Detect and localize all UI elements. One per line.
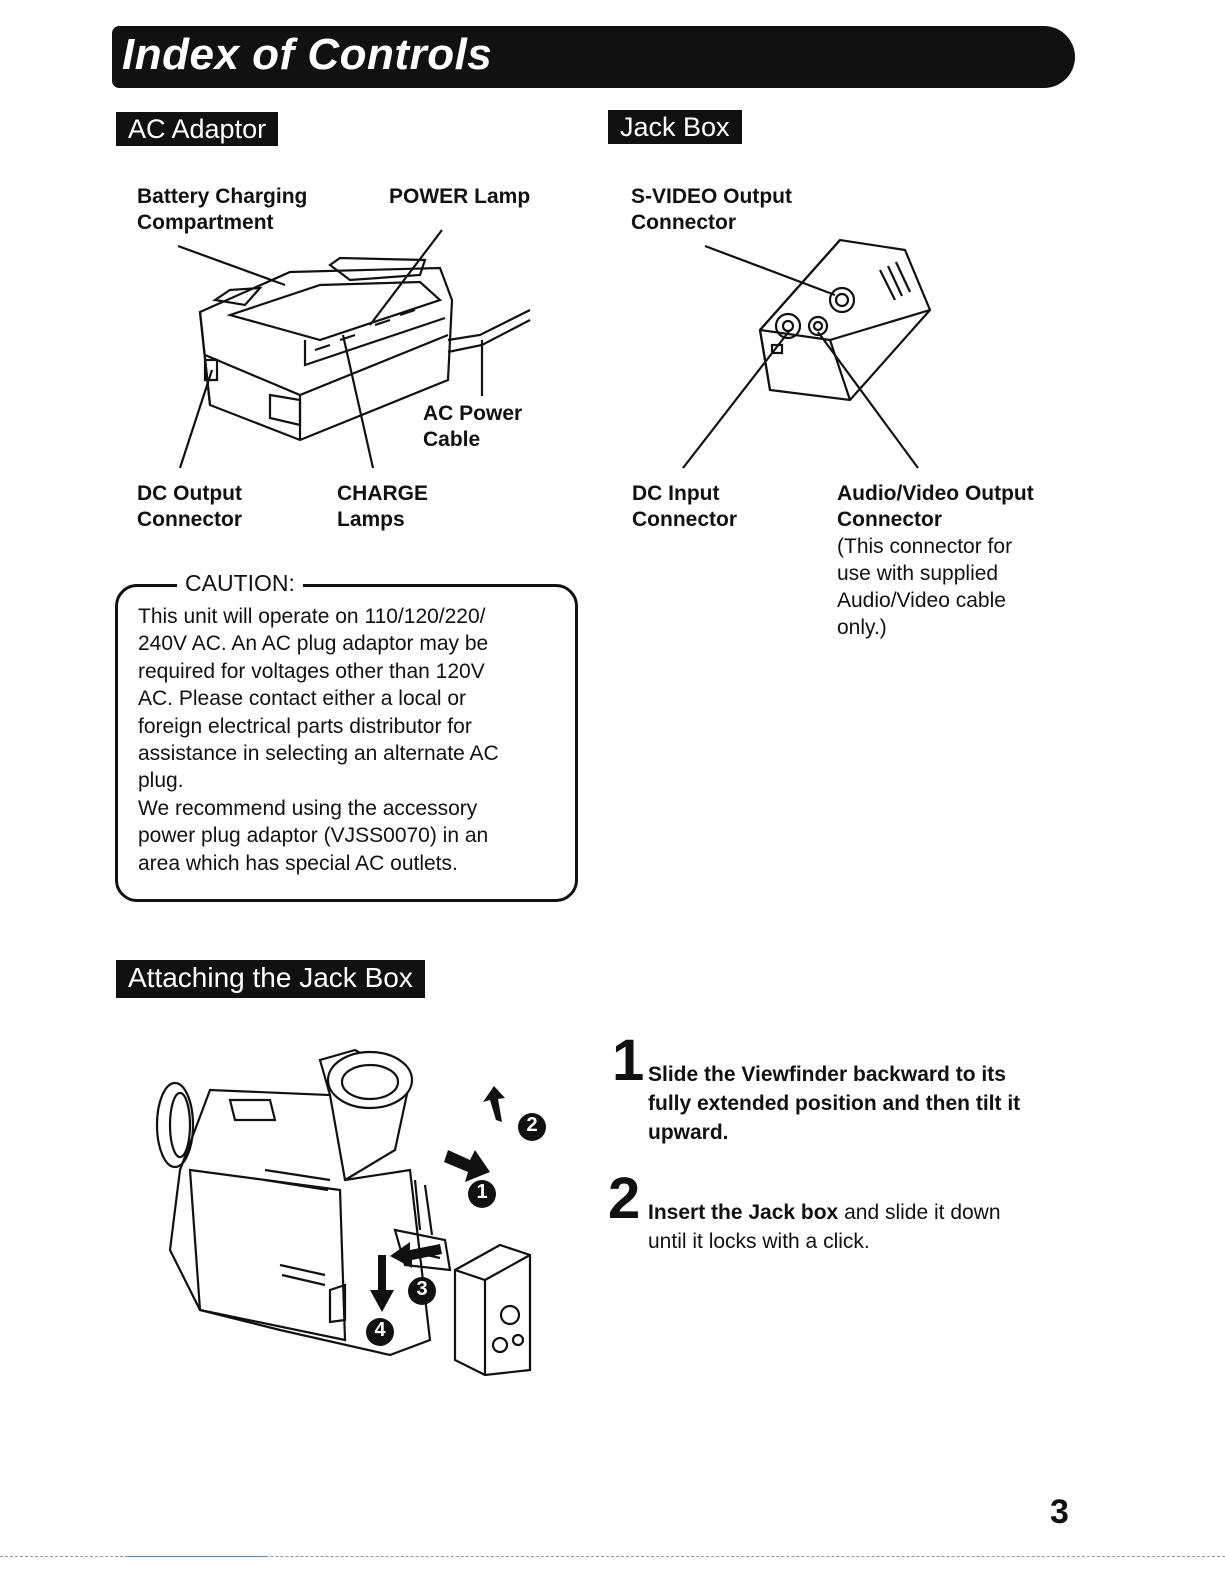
svideo-label-2: Connector: [631, 211, 736, 234]
battery-label-2: Compartment: [137, 211, 274, 234]
caution-text: This unit will operate on 110/120/220/ 2…: [138, 605, 499, 875]
footer-divider: [0, 1556, 1225, 1557]
step-2-number: 2: [608, 1166, 641, 1231]
dc-input-label-1: DC Input: [632, 482, 720, 505]
callout-1: 1: [476, 1181, 488, 1203]
jack-box-heading: Jack Box: [608, 110, 742, 144]
jack-box-drawing: [758, 238, 932, 402]
page-number: 3: [1050, 1493, 1069, 1531]
title-bar: [112, 26, 1075, 88]
caution-box: [115, 584, 578, 902]
ac-adaptor-heading: AC Adaptor: [116, 112, 279, 146]
ac-adaptor-drawing: [198, 256, 531, 442]
callout-4: 4: [374, 1319, 386, 1341]
step-2-text: Insert the Jack box and slide it down un…: [648, 1201, 1001, 1253]
attaching-heading: Attaching the Jack Box: [116, 960, 425, 998]
callout-3: 3: [416, 1278, 428, 1300]
ac-power-label-2: Cable: [423, 428, 481, 451]
camcorder-drawing: [155, 1048, 452, 1357]
page-title: Index of Controls: [122, 30, 493, 79]
charge-label-1: CHARGE: [337, 482, 429, 505]
step-1-number: 1: [612, 1028, 645, 1093]
footer-link-mark: [127, 1556, 267, 1557]
av-output-label-2: Connector: [837, 508, 942, 531]
battery-label-1: Battery Charging: [137, 185, 308, 208]
caution-heading: CAUTION:: [177, 570, 303, 596]
power-lamp-label: POWER Lamp: [389, 185, 531, 208]
svideo-label-1: S-VIDEO Output: [631, 185, 792, 208]
dc-output-label-2: Connector: [137, 508, 242, 531]
callout-2: 2: [526, 1114, 538, 1136]
step-1-text: Slide the Viewfinder backward to its ful…: [648, 1063, 1021, 1144]
ac-power-label-1: AC Power: [423, 402, 523, 425]
dc-input-label-2: Connector: [632, 508, 737, 531]
dc-output-label-1: DC Output: [137, 482, 242, 505]
av-output-label-1: Audio/Video Output: [837, 482, 1034, 505]
av-output-note: (This connector for use with supplied Au…: [837, 535, 1013, 639]
charge-label-2: Lamps: [337, 508, 405, 531]
jack-box-small-drawing: [453, 1243, 532, 1377]
